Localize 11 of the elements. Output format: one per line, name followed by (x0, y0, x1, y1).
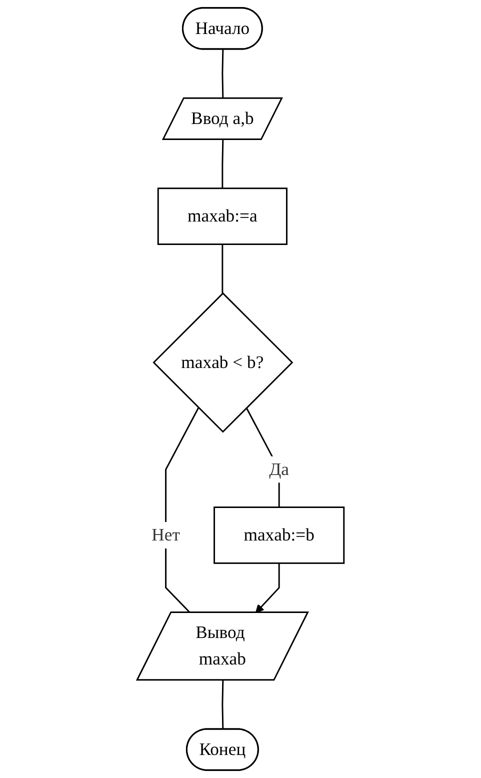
node-box: maxab:=b (214, 506, 345, 564)
connector (222, 244, 224, 294)
edge-label: Нет (152, 524, 180, 545)
connector (222, 50, 224, 99)
edge-label: Да (269, 459, 290, 479)
arrow (255, 563, 280, 614)
node-box: maxab:=a (157, 188, 288, 245)
connector (165, 407, 200, 614)
connector (222, 680, 224, 730)
connector (222, 140, 224, 188)
node-diamond: maxab < b? (152, 292, 294, 433)
